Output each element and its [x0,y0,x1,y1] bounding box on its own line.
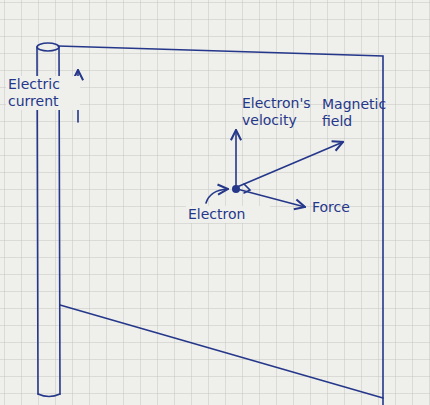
electron-pointer [206,189,228,203]
right-angle-mark [244,184,250,193]
wire-top [37,43,59,51]
label: Force [310,199,374,216]
field-arrow [237,142,343,187]
label: Magnetic field [320,96,406,130]
wire-bottom [38,394,60,397]
label: Electron's velocity [240,95,330,129]
electron-dot [232,185,240,193]
velocity-arrow [235,130,237,188]
label: Electron [186,206,270,223]
plane-edge [60,305,383,398]
label: Electric current [6,76,80,110]
